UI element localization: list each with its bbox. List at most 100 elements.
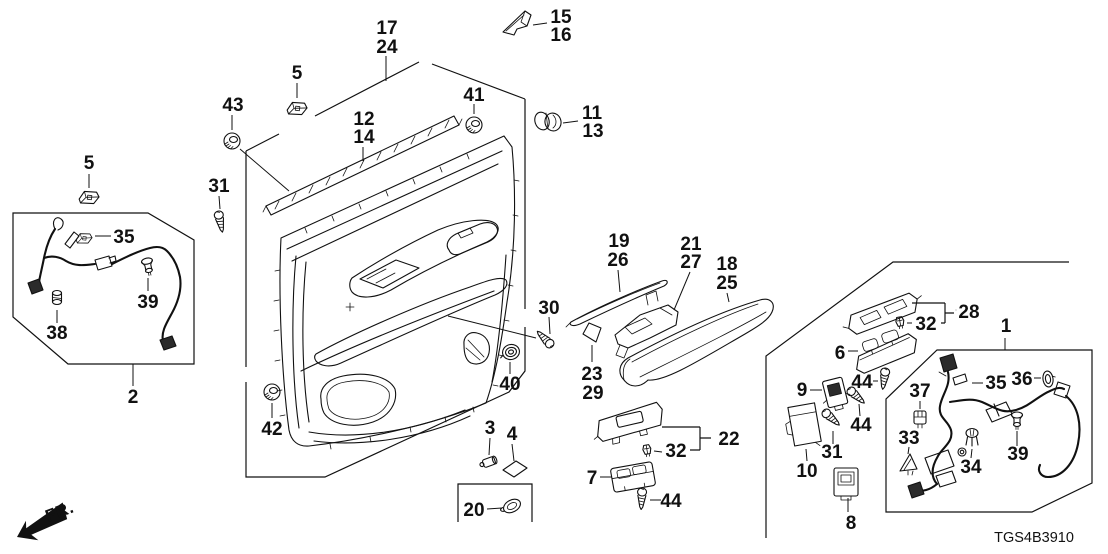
callout-5-left: 5 <box>84 153 95 174</box>
grommet-icon-42 <box>263 383 281 401</box>
callout-5-top: 5 <box>292 63 303 84</box>
module-illustration <box>785 402 822 447</box>
callout-3: 3 <box>485 418 496 439</box>
callout-42: 42 <box>261 419 282 440</box>
master-switch-illustration <box>856 329 917 374</box>
fr-arrow-icon <box>17 502 68 541</box>
part28-bracket <box>912 302 954 324</box>
callout-36: 36 <box>1011 369 1032 390</box>
armrest-illustration <box>619 298 774 387</box>
callout-31-right: 31 <box>821 442 843 463</box>
callout-7: 7 <box>587 468 598 489</box>
grommet-icon-41 <box>465 116 483 134</box>
callout-37: 37 <box>909 381 930 402</box>
callout-2: 2 <box>128 387 139 408</box>
clip-icon-5-left <box>77 189 101 206</box>
callout-17: 17 <box>376 18 397 39</box>
lamp-lens-illustration <box>500 498 521 514</box>
leader-lines <box>56 22 1041 512</box>
clip-icon-33 <box>899 453 918 476</box>
callout-40: 40 <box>499 374 520 395</box>
clip-icon-39-left <box>140 256 156 277</box>
callout-19: 19 <box>608 231 629 252</box>
callout-44-center: 44 <box>660 491 682 512</box>
bulb-illustration <box>479 455 498 468</box>
callout-14: 14 <box>353 127 375 148</box>
clip-icon-5-top <box>285 100 309 117</box>
callout-41: 41 <box>463 85 485 106</box>
callout-9: 9 <box>797 380 808 401</box>
harness-illustration <box>907 309 1081 499</box>
clip-icon-34 <box>965 427 979 447</box>
garnish-illustration <box>565 279 668 328</box>
callout-1: 1 <box>1001 316 1012 337</box>
screw-icon-30 <box>533 327 557 351</box>
part22-bracket <box>662 426 711 451</box>
door-trim-frame <box>245 61 526 478</box>
callout-15: 15 <box>550 7 572 28</box>
screw-icon-31-right <box>819 406 843 429</box>
clip-tick-marks <box>273 153 520 450</box>
callout-25: 25 <box>716 273 738 294</box>
handle-base-illustration <box>614 290 679 359</box>
callout-44-upper: 44 <box>851 372 873 393</box>
callout-27: 27 <box>680 252 701 273</box>
courtesy-lamp-illustration <box>822 376 851 411</box>
right-divider <box>765 261 1069 538</box>
trim-cap-illustration <box>582 322 602 343</box>
callout-11: 11 <box>582 103 603 124</box>
clip-icon-38 <box>51 289 63 306</box>
part20-bracket <box>457 483 533 522</box>
callout-29: 29 <box>582 383 603 404</box>
cable-assembly-illustration <box>27 217 182 351</box>
clip-icon-35-left <box>74 231 94 246</box>
callout-35-right: 35 <box>985 373 1007 394</box>
callout-32-center: 32 <box>665 441 686 462</box>
callout-30: 30 <box>538 298 559 319</box>
callout-8: 8 <box>846 513 857 534</box>
diagram-code: TGS4B3910 <box>994 530 1074 546</box>
switch-bezel-illustration <box>593 401 663 445</box>
harness-label-plate <box>952 373 968 386</box>
clip-11-13-illustration <box>534 111 562 132</box>
callout-21: 21 <box>680 234 702 255</box>
callout-22: 22 <box>718 429 739 450</box>
callout-4: 4 <box>507 424 518 445</box>
lens-illustration <box>502 460 528 478</box>
callout-12: 12 <box>353 109 374 130</box>
callout-13: 13 <box>582 121 603 142</box>
harness-frame <box>885 349 1093 513</box>
callout-28: 28 <box>958 302 979 323</box>
callout-16: 16 <box>550 25 571 46</box>
callout-18: 18 <box>716 254 737 275</box>
weatherstrip-illustration <box>262 115 463 216</box>
callout-38: 38 <box>46 323 67 344</box>
callout-34: 34 <box>960 457 982 478</box>
cable-assembly-frame <box>12 212 195 365</box>
callout-39-right: 39 <box>1007 444 1028 465</box>
callout-39-left: 39 <box>137 292 158 313</box>
switch-8-illustration <box>833 467 859 501</box>
fr-direction-indicator: FR. <box>17 498 76 541</box>
grommet-icon-43 <box>223 132 241 150</box>
callout-33: 33 <box>898 428 919 449</box>
callout-44-lower: 44 <box>850 415 872 436</box>
callouts: 17 24 15 16 5 43 41 12 14 11 13 5 31 35 … <box>46 7 1032 534</box>
corner-bracket-illustration <box>502 10 532 36</box>
screw-icon-44-upper <box>877 366 891 391</box>
callout-10: 10 <box>796 461 817 482</box>
section-frames <box>12 61 1093 538</box>
callout-32-right: 32 <box>915 314 936 335</box>
clip-icon-32-center <box>641 443 653 458</box>
callout-20: 20 <box>463 500 484 521</box>
callout-6: 6 <box>835 343 846 364</box>
grommet-icon-36 <box>1041 369 1058 389</box>
callout-24: 24 <box>376 37 398 58</box>
callout-23: 23 <box>581 364 602 385</box>
door-panel-illustration <box>273 135 520 450</box>
clip-icon-39-right <box>1010 411 1024 431</box>
callout-43: 43 <box>222 95 243 116</box>
window-switch-illustration <box>610 461 656 493</box>
